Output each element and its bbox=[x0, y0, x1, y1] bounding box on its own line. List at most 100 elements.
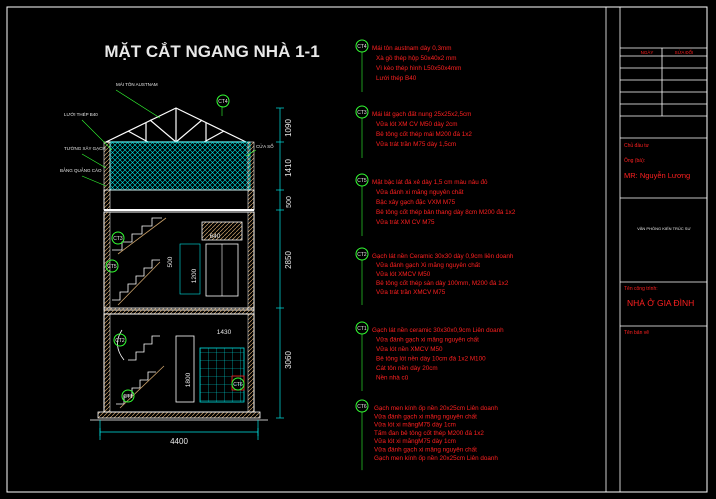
section-tags: CT4 CT3 CT5 CT2 CT6 CT1 bbox=[105, 94, 245, 403]
spec-line: Lưới thép B40 bbox=[376, 75, 417, 82]
spec-line: Vữa lót XM CV M50 dày 2cm bbox=[376, 121, 458, 128]
left-note: MÁI TÔN AUSTNAM bbox=[116, 81, 158, 87]
upper-right-wall bbox=[247, 211, 255, 311]
left-note: TƯỜNG XÂY GẠCH bbox=[64, 145, 106, 151]
spec-tag-label: CT3 bbox=[357, 110, 367, 116]
spec-line: Vữa lót nền XMCV M50 bbox=[376, 344, 443, 353]
spec-line: Vữa đánh xi măng nguyên chất bbox=[376, 187, 464, 196]
ground-window bbox=[199, 347, 245, 403]
ground-right-wall bbox=[247, 313, 255, 413]
spec-line: Nền nhà cũ bbox=[376, 373, 409, 382]
dim-label: 1410 bbox=[284, 159, 293, 177]
spec-tag-label: CT4 bbox=[357, 44, 367, 50]
spec-callout: CT2 Gạch lát nền Ceramic 30x30 dày 0,9cm … bbox=[355, 247, 514, 305]
spec-tag-label: CT2 bbox=[357, 252, 367, 258]
tag-label: CT3 bbox=[113, 236, 123, 242]
spec-callout: CT5 Mặt bậc lát đá xẻ dày 1,5 cm màu nâu … bbox=[355, 173, 516, 236]
dim-label: 1200 bbox=[191, 268, 198, 283]
ground-door bbox=[175, 335, 195, 403]
left-note: LƯỚI THÉP B40 bbox=[64, 111, 98, 117]
owner-label: Chủ đầu tư bbox=[624, 142, 650, 149]
spec-line: Bậc xây gạch đặc VXM M75 bbox=[376, 199, 456, 206]
spec-line: Cát tôn nền dày 20cm bbox=[376, 363, 438, 372]
spec-line: Vữa đánh gạch xi măng nguyên chất bbox=[374, 411, 477, 420]
dim-label: 500 bbox=[286, 196, 293, 208]
vertical-dimension-labels: 1090 1410 500 2850 3060 bbox=[284, 119, 293, 369]
drawing-name-label: Tên bản vẽ bbox=[624, 330, 649, 336]
tag-bubble: CT2 bbox=[113, 333, 127, 347]
upper-door bbox=[179, 243, 201, 295]
spec-line: Gạch lát nền Ceramic 30x30 dày 0,9cm liê… bbox=[372, 251, 514, 260]
spec-line: Vữa lót XMCV M50 bbox=[376, 271, 431, 278]
spec-line: Tấm đan bê tông cốt thép M200 đá 1x2 bbox=[374, 428, 484, 437]
tag-label: CT5 bbox=[107, 264, 117, 270]
spec-line: Vì kèo thép hình L50x50x4mm bbox=[376, 65, 461, 72]
spec-line: Bê tông cốt thép sàn dày 100mm, M200 đá … bbox=[376, 278, 509, 287]
spec-line: Vữa đánh gạch Xi măng nguyên chất bbox=[376, 260, 480, 269]
tag-bubble: CT3 bbox=[111, 231, 125, 245]
dim-label: 640 bbox=[210, 233, 221, 240]
dim-label: 500 bbox=[167, 256, 174, 267]
spec-line: Gạch men kính ốp nền 20x25cm Liên doanh bbox=[374, 403, 498, 412]
dimension-lines bbox=[99, 107, 284, 440]
roof-truss bbox=[105, 107, 247, 143]
spec-tag-label: CT1 bbox=[357, 326, 367, 332]
tag-label: CT4 bbox=[218, 99, 228, 105]
spec-line: Bê tông cốt thép bản thang dày 8cm M200 … bbox=[376, 207, 516, 216]
spec-line: Vữa lót xi măngM75 dày 1cm bbox=[374, 438, 456, 445]
left-note: CỬA SỔ bbox=[256, 143, 274, 149]
tag-label: CT1 bbox=[123, 394, 133, 400]
dim-label: 2850 bbox=[284, 251, 293, 269]
dim-label: 1800 bbox=[185, 372, 192, 387]
spec-line: Vữa trát trần M75 dày 1,5cm bbox=[376, 139, 456, 148]
spec-line: Mái tôn austnam dày 0,3mm bbox=[372, 45, 451, 52]
title-block-header-date: NGÀY bbox=[641, 49, 654, 55]
project-label: Tên công trình: bbox=[624, 286, 658, 292]
project-name: NHÀ Ở GIA ĐÌNH bbox=[627, 297, 694, 308]
spec-line: Mái lát gạch đất nung 25x25x2,5cm bbox=[372, 109, 471, 118]
right-post bbox=[247, 141, 255, 211]
spec-line: Bê tông cốt thép mái M200 đá 1x2 bbox=[376, 129, 472, 138]
spec-line: Vữa đánh gạch xi măng nguyên chất bbox=[374, 445, 477, 454]
title-block-header-revision: SỬA ĐỔI bbox=[675, 49, 694, 55]
title-block bbox=[605, 7, 707, 492]
spec-line: Vữa trát XM CV M75 bbox=[376, 219, 435, 226]
mid-slab bbox=[103, 307, 255, 315]
spec-line: Gạch men kính ốp nền 20x25cm Liên doanh bbox=[374, 453, 498, 462]
mesh-wall bbox=[109, 141, 251, 191]
spec-line: Xà gồ thép hộp 50x40x2 mm bbox=[376, 53, 457, 62]
tag-bubble: CT5 bbox=[105, 259, 119, 273]
building-section bbox=[90, 107, 268, 421]
width-dimension-label: 4400 bbox=[170, 437, 188, 446]
left-leaders bbox=[81, 89, 257, 187]
spec-callout: CT3 Mái lát gạch đất nung 25x25x2,5cmVữa … bbox=[355, 105, 472, 158]
drawing-title: MẶT CẮT NGANG NHÀ 1-1 bbox=[104, 42, 319, 61]
left-note: BẢNG QUẢNG CÁO bbox=[60, 167, 102, 173]
tag-label: CT6 bbox=[233, 382, 243, 388]
designer-label: Ông (bà): bbox=[624, 157, 645, 164]
spec-tag-label: CT5 bbox=[357, 178, 367, 184]
ground-slab bbox=[97, 411, 261, 419]
spec-line: Mặt bậc lát đá xẻ dày 1,5 cm màu nâu đỏ bbox=[372, 178, 488, 186]
dim-label: 1090 bbox=[284, 119, 293, 137]
designer-name: MR: Nguyễn Lương bbox=[624, 171, 690, 180]
upper-stair bbox=[112, 217, 167, 306]
drawing-frame bbox=[6, 6, 708, 493]
left-post bbox=[103, 141, 111, 211]
dim-label: 3060 bbox=[284, 351, 293, 369]
dim-label: 1430 bbox=[217, 329, 232, 336]
ground-left-wall bbox=[103, 313, 111, 413]
upper-cabinet bbox=[201, 221, 243, 241]
spec-line: Vữa trát trần XMCV M75 bbox=[376, 287, 446, 296]
left-notes: MÁI TÔN AUSTNAM LƯỚI THÉP B40 TƯỜNG XÂY … bbox=[60, 81, 274, 173]
tag-label: CT2 bbox=[115, 338, 125, 344]
tag-bubble: CT4 bbox=[216, 94, 230, 108]
spec-tag-label: CT6 bbox=[357, 404, 367, 410]
parapet bbox=[103, 189, 255, 211]
interior-dimension-labels: 640 500 1200 1430 1800 bbox=[167, 233, 232, 387]
